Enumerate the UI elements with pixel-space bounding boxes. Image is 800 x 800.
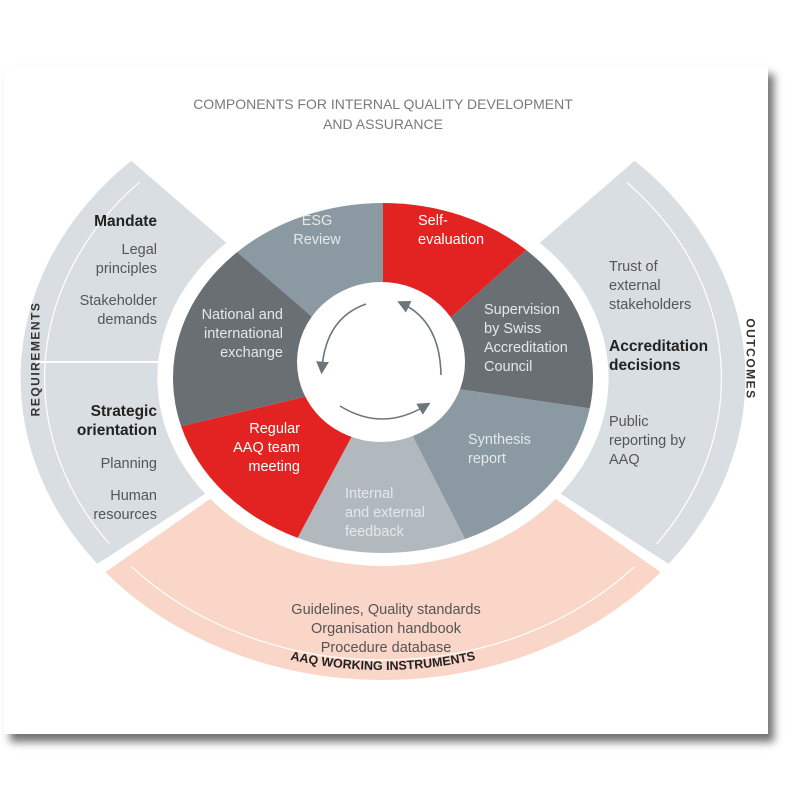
cycle-arrows-icon xyxy=(316,301,442,420)
band-guide-line xyxy=(131,566,635,661)
page-title: COMPONENTS FOR INTERNAL QUALITY DEVELOPM… xyxy=(193,96,573,132)
outcomes-label: OUTCOMES xyxy=(743,318,758,400)
band-guide-line xyxy=(626,181,722,545)
outcomes-band xyxy=(539,160,746,564)
segment-feedback xyxy=(297,378,466,554)
band-guide-line xyxy=(44,181,140,545)
requirement-item: Planning xyxy=(100,456,157,472)
requirements-label: REQUIREMENTS xyxy=(28,301,43,417)
segment-label-self-evaluation: Self-evaluation xyxy=(418,213,485,248)
mandate-heading: Mandate xyxy=(94,213,157,230)
